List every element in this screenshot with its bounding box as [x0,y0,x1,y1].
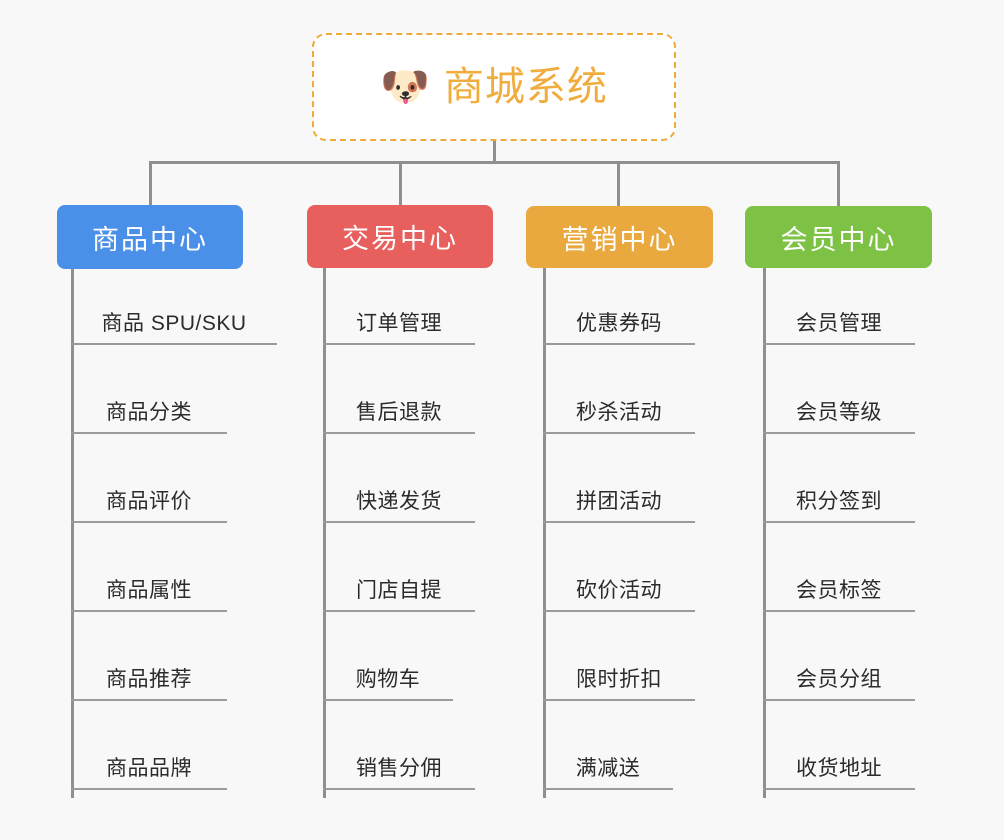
leaf-item[interactable]: 商品评价 [71,434,227,523]
leaf-item[interactable]: 积分签到 [763,434,915,523]
leaf-label: 商品属性 [106,579,192,602]
leaf-label: 会员管理 [796,312,882,335]
root-stem-connector [493,141,496,163]
leaf-label: 售后退款 [356,401,442,424]
leaf-item[interactable]: 会员标签 [763,523,915,612]
horizontal-bus-connector [150,161,840,164]
leaf-item[interactable]: 快递发货 [323,434,475,523]
leaf-label: 销售分佣 [356,757,442,780]
leaf-label: 满减送 [575,757,641,780]
category-header-1[interactable]: 商品中心 [57,205,243,269]
branch-drop-connector-1 [149,161,152,207]
leaf-item[interactable]: 会员等级 [763,345,915,434]
category-header-label-4: 会员中心 [780,224,897,255]
leaf-label: 拼团活动 [576,490,662,513]
leaf-label: 收货地址 [796,757,882,780]
leaf-item[interactable]: 商品品牌 [71,701,227,790]
category-header-label-2: 交易中心 [342,224,458,254]
column-trunk-3 [543,268,546,798]
leaf-label: 秒杀活动 [576,401,662,424]
leaf-item[interactable]: 砍价活动 [543,523,695,612]
leaf-item[interactable]: 会员分组 [763,612,915,701]
leaf-label: 门店自提 [356,579,442,602]
leaf-label: 会员分组 [796,668,882,691]
branch-drop-connector-3 [617,161,620,207]
category-header-3[interactable]: 营销中心 [526,206,713,268]
leaf-item[interactable]: 订单管理 [323,268,475,345]
category-header-label-1: 商品中心 [92,224,208,255]
leaf-item[interactable]: 门店自提 [323,523,475,612]
root-title: 商城系统 [443,65,608,109]
leaf-item[interactable]: 商品推荐 [71,612,227,701]
category-header-4[interactable]: 会员中心 [745,206,932,268]
leaf-label: 商品 SPU/SKU [101,312,247,335]
leaf-label: 商品分类 [106,401,192,424]
leaf-label: 限时折扣 [576,668,662,691]
branch-drop-connector-2 [399,161,402,207]
leaf-item[interactable]: 购物车 [323,612,453,701]
leaf-item[interactable]: 销售分佣 [323,701,475,790]
leaf-label: 订单管理 [356,312,442,335]
leaf-label: 会员等级 [796,401,882,424]
leaf-label: 商品品牌 [106,757,192,780]
leaf-item[interactable]: 商品 SPU/SKU [71,269,277,345]
category-header-label-3: 营销中心 [561,224,678,255]
leaf-item[interactable]: 满减送 [543,701,673,790]
leaf-label: 砍价活动 [576,579,662,602]
leaf-label: 优惠券码 [576,312,662,335]
leaf-item[interactable]: 会员管理 [763,268,915,345]
leaf-item[interactable]: 秒杀活动 [543,345,695,434]
leaf-label: 积分签到 [796,490,882,513]
column-trunk-4 [763,268,766,798]
root-node[interactable]: 🐶 商城系统 [312,33,676,141]
leaf-item[interactable]: 优惠券码 [543,268,695,345]
leaf-item[interactable]: 收货地址 [763,701,915,790]
leaf-item[interactable]: 拼团活动 [543,434,695,523]
leaf-label: 购物车 [355,668,421,691]
category-header-2[interactable]: 交易中心 [307,205,493,268]
leaf-item[interactable]: 商品属性 [71,523,227,612]
dog-face-icon: 🐶 [380,65,430,109]
leaf-label: 会员标签 [796,579,882,602]
branch-drop-connector-4 [837,161,840,207]
leaf-item[interactable]: 商品分类 [71,345,227,434]
leaf-label: 快递发货 [356,490,442,513]
leaf-label: 商品评价 [106,490,192,513]
column-trunk-2 [323,268,326,798]
column-trunk-1 [71,269,74,798]
leaf-item[interactable]: 限时折扣 [543,612,695,701]
leaf-item[interactable]: 售后退款 [323,345,475,434]
leaf-label: 商品推荐 [106,668,192,691]
